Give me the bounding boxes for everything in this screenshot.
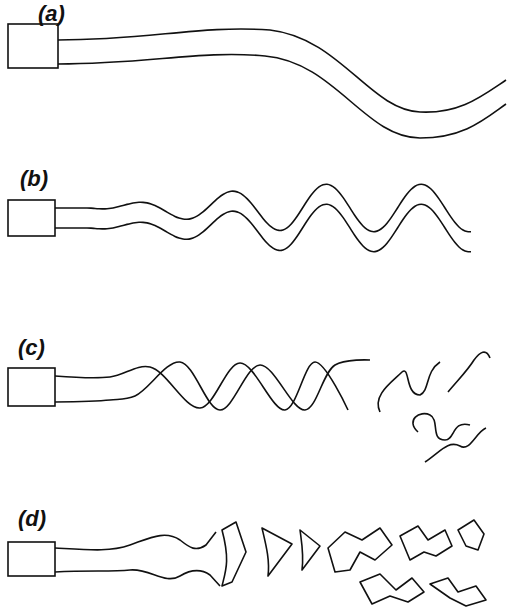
jet-outline: [58, 29, 506, 112]
jet-outline: [58, 55, 506, 138]
jet-outline: [458, 520, 484, 550]
jet-outline: [448, 352, 490, 392]
panel-label: (a): [38, 3, 65, 25]
jet-outline: [400, 526, 452, 560]
panel-label: (d): [18, 508, 46, 530]
jet-outline: [55, 570, 220, 586]
nozzle: [8, 368, 55, 406]
jet-outline: [430, 578, 486, 606]
jet-outline: [55, 204, 471, 251]
panel-label: (c): [18, 337, 45, 359]
jet-outline: [378, 362, 440, 412]
jet-outline: [55, 360, 370, 410]
panel-label: (b): [20, 168, 48, 190]
nozzle: [8, 542, 55, 576]
jet-outline: [328, 528, 392, 572]
jet-outline: [55, 532, 216, 550]
nozzle: [8, 24, 58, 68]
jet-outline: [55, 184, 471, 231]
jet-outline: [300, 530, 320, 570]
jet-outline: [55, 362, 348, 410]
jet-outline: [262, 528, 292, 576]
jet-outline: [425, 428, 486, 462]
nozzle: [8, 200, 55, 236]
jet-outline: [360, 574, 424, 604]
jet-outline: [413, 414, 470, 440]
jet-outline: [222, 522, 246, 586]
